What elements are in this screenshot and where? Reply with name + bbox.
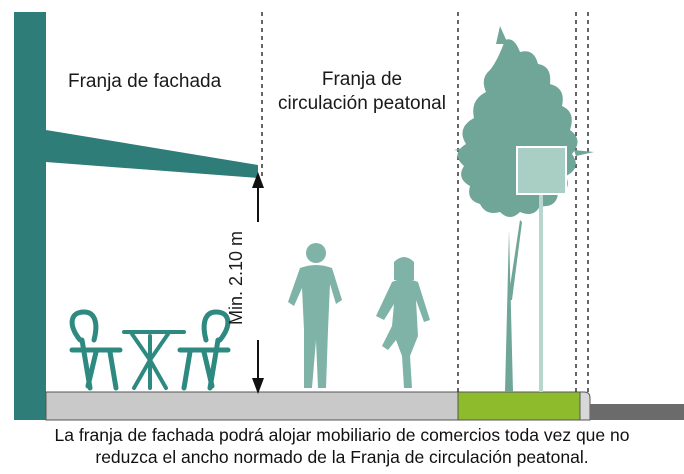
pedestrian-man (288, 243, 342, 388)
min-height-label: Min. 2.10 m (226, 230, 246, 326)
chair-left (69, 309, 123, 391)
cafe-table (122, 330, 186, 390)
caption-line-2: reduzca el ancho normado de la Franja de… (95, 447, 589, 467)
pedestrian-woman (376, 257, 430, 388)
curb (579, 391, 591, 421)
street-sign (516, 146, 567, 392)
figure-caption: La franja de fachada podrá alojar mobili… (0, 424, 684, 468)
min-height-dimension-arrow (252, 172, 264, 394)
circulation-strip-label: Franja de circulación peatonal (262, 68, 462, 116)
street-tree (454, 26, 594, 392)
caption-line-1: La franja de fachada podrá alojar mobili… (54, 425, 630, 445)
circulation-strip-label-line2: circulación peatonal (278, 93, 446, 114)
sidewalk-surface (45, 391, 459, 421)
chair-right (177, 309, 231, 391)
building-wall (14, 12, 46, 420)
facade-strip-label: Franja de fachada (68, 71, 222, 92)
circulation-strip-label-line1: Franja de (321, 69, 403, 90)
planter-strip (457, 391, 581, 421)
road-surface (590, 404, 684, 420)
awning (46, 130, 258, 178)
